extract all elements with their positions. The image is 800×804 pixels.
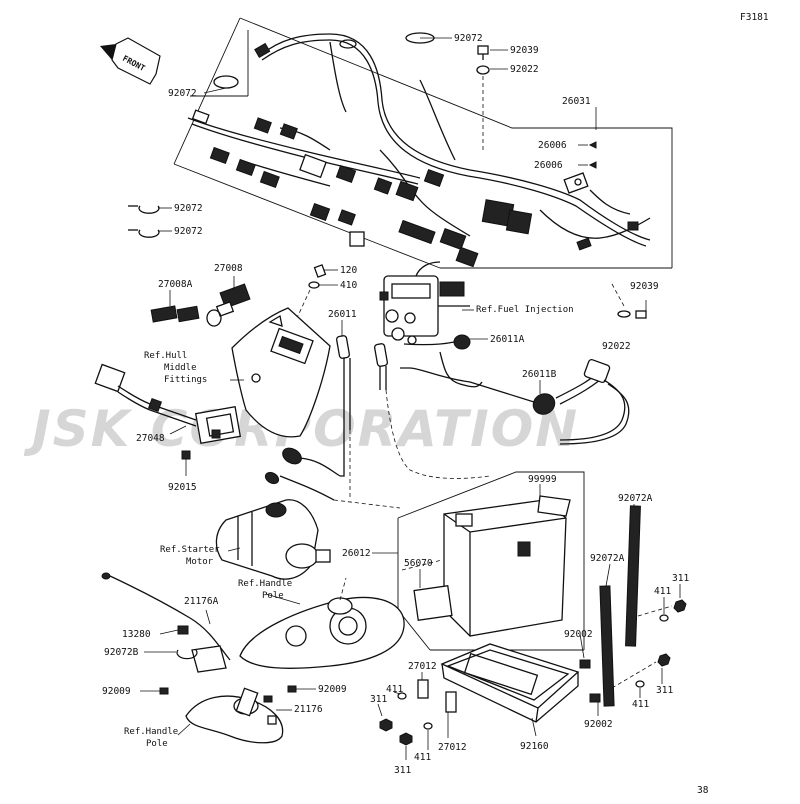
cable-tie-clips — [128, 205, 160, 238]
main-wiring-harness — [187, 33, 651, 268]
harness-small-parts — [588, 141, 597, 169]
leader-lines — [140, 37, 681, 760]
label-92002: 92002 — [564, 629, 593, 640]
ref-handle-bottom-line1: Ref.Handle — [124, 727, 178, 737]
ref-handle-bottom-line2: Pole — [146, 739, 168, 749]
electric-box-bracket — [231, 307, 331, 438]
front-direction-arrow: FRONT — [100, 37, 161, 85]
handle-pole-plate — [185, 685, 297, 744]
handle-pole-cover — [239, 577, 405, 669]
label-411: 411 — [414, 752, 431, 763]
bolt-and-washer-top — [476, 45, 490, 150]
battery-tray — [440, 643, 580, 723]
label-410: 410 — [340, 280, 357, 291]
ref-fuel-injection: Ref.Fuel Injection — [476, 305, 574, 315]
label-27012: 27012 — [408, 661, 437, 672]
label-56070: 56070 — [404, 558, 433, 569]
label-26006: 26006 — [538, 140, 567, 151]
label-92072A: 92072A — [618, 493, 653, 504]
label-92072A: 92072A — [590, 553, 625, 564]
label-92015: 92015 — [168, 482, 197, 493]
battery-cables — [264, 334, 630, 509]
label-92009: 92009 — [102, 686, 131, 697]
label-92039: 92039 — [630, 281, 659, 292]
label-92002: 92002 — [584, 719, 613, 730]
ref-handle-top-line1: Ref.Handle — [238, 579, 292, 589]
label-411: 411 — [632, 699, 649, 710]
label-92072: 92072 — [174, 226, 203, 237]
bolt-and-washer-right — [611, 283, 647, 319]
harness-frame — [173, 17, 673, 269]
ref-hull-line1: Ref.Hull — [144, 351, 187, 361]
label-92072: 92072 — [454, 33, 483, 44]
label-311: 311 — [394, 765, 411, 776]
label-99999: 99999 — [528, 474, 557, 485]
label-92160: 92160 — [520, 741, 549, 752]
label-92022: 92022 — [510, 64, 539, 75]
starter-relay-block — [379, 261, 470, 345]
label-411: 411 — [386, 684, 403, 695]
label-92072: 92072 — [174, 203, 203, 214]
label-21176A: 21176A — [184, 596, 219, 607]
label-311: 311 — [656, 685, 673, 696]
ref-starter-line1: Ref.Starter — [160, 545, 220, 555]
reference-labels: Ref.Fuel Injection Ref.Hull Middle Fitti… — [124, 305, 574, 749]
label-27012: 27012 — [438, 742, 467, 753]
label-26006: 26006 — [534, 160, 563, 171]
label-92009: 92009 — [318, 684, 347, 695]
label-27008A: 27008A — [158, 279, 193, 290]
battery-straps — [579, 505, 687, 707]
figure-code: F3181 — [740, 12, 769, 23]
label-26031: 26031 — [562, 96, 591, 107]
label-120: 120 — [340, 265, 357, 276]
label-27048: 27048 — [136, 433, 165, 444]
ref-hull-line3: Fittings — [164, 375, 207, 385]
handle-lead-assembly — [101, 572, 231, 695]
label-92039: 92039 — [510, 45, 539, 56]
regulator-with-lead — [94, 363, 242, 460]
relay-bolt — [295, 264, 327, 321]
label-26011: 26011 — [328, 309, 357, 320]
starter-motor — [215, 499, 331, 580]
ref-hull-line2: Middle — [164, 363, 197, 373]
ref-starter-line2: Motor — [186, 557, 214, 567]
battery — [401, 495, 571, 637]
label-411: 411 — [654, 586, 671, 597]
label-13280: 13280 — [122, 629, 151, 640]
harness-clips — [213, 32, 435, 89]
ref-handle-top-line2: Pole — [262, 591, 284, 601]
label-26012: 26012 — [342, 548, 371, 559]
label-92022: 92022 — [602, 341, 631, 352]
label-311: 311 — [370, 694, 387, 705]
label-311: 311 — [672, 573, 689, 584]
tray-fasteners — [379, 679, 457, 746]
label-92072: 92072 — [168, 88, 197, 99]
part-labels: 92072 92072 92039 92022 26031 26006 2600… — [102, 33, 689, 776]
label-26011A: 26011A — [490, 334, 525, 345]
label-27008: 27008 — [214, 263, 243, 274]
label-26011B: 26011B — [522, 369, 557, 380]
page-number: 38 — [697, 785, 709, 796]
label-92072B: 92072B — [104, 647, 139, 658]
label-21176: 21176 — [294, 704, 323, 715]
fuse-items — [150, 283, 251, 327]
